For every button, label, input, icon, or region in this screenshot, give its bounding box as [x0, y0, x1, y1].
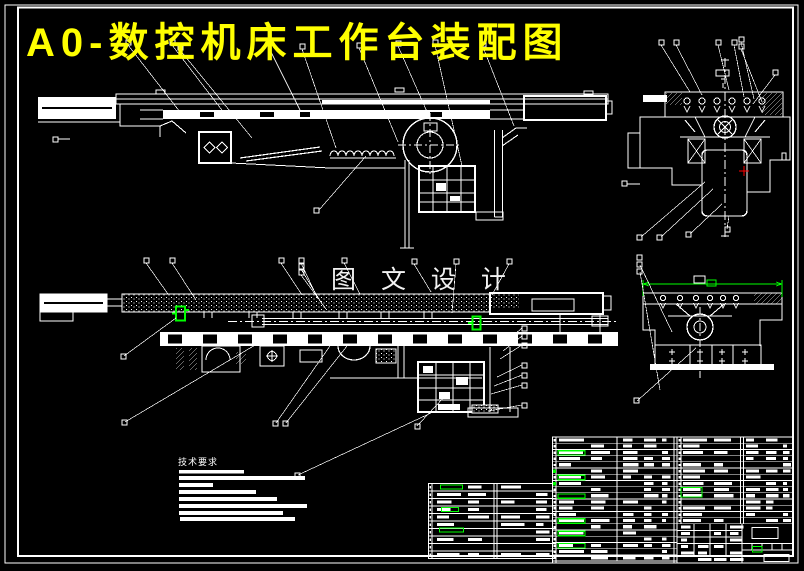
top-assembly-side-view — [38, 87, 613, 249]
technical-requirements-block — [179, 470, 307, 521]
lower-assembly-section-view — [39, 292, 618, 418]
cursor-cross-marker — [739, 166, 749, 176]
sheet-border-frame — [4, 4, 799, 564]
flange-screws — [683, 97, 766, 113]
watermark-text: 图 文 设 计 — [331, 266, 515, 294]
auxiliary-parts-list-table — [428, 483, 556, 559]
lower-end-section-view — [642, 275, 783, 378]
cover-screws — [659, 294, 740, 309]
bom-parts-list-and-title-block — [552, 436, 793, 564]
leader-lines-and-balloons — [52, 36, 779, 479]
bolt-center-marks — [669, 349, 748, 364]
technical-requirements-heading: 技术要求 — [178, 457, 219, 467]
upper-end-section-view — [627, 58, 791, 238]
t-slot-clamps — [202, 311, 434, 318]
highlighted-clamp-parts — [172, 305, 482, 331]
drawing-title: A0-数控机床工作台装配图 — [26, 21, 569, 65]
